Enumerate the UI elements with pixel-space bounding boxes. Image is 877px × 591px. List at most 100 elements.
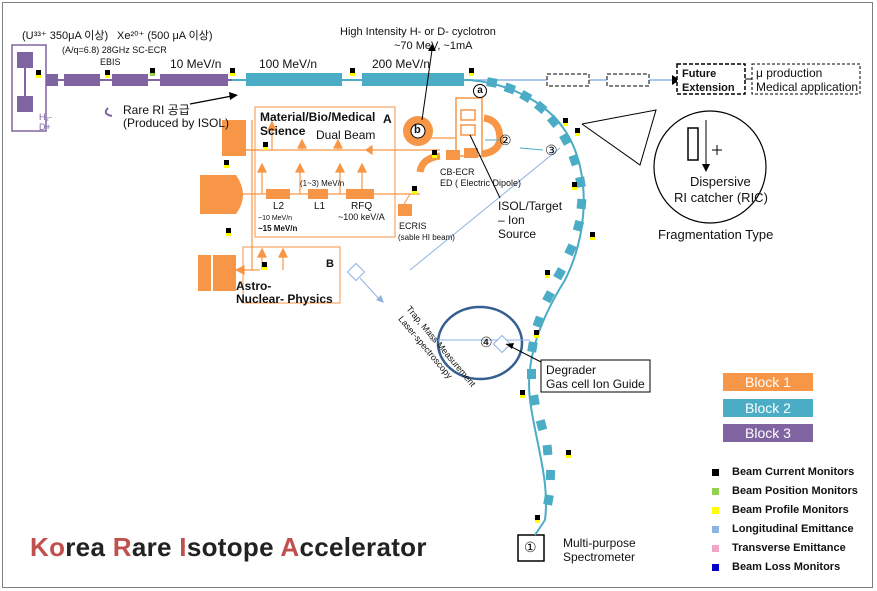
u-source-label: (U³³⁺ 350μA 이상) [22,30,109,42]
multi-purpose-label-line2: Spectrometer [563,550,636,564]
linac-segment-200mev [362,73,464,86]
astro-label-line1: Astro- [236,279,272,293]
segment-10mev-label: 10 MeV/n [170,57,222,71]
title-rest-2: are [131,532,180,562]
title-rest-1: rea [65,532,113,562]
legend-label-long-emittance: Longitudinal Emittance [732,523,854,535]
ed-label: ED ( Electric Dipole) [440,178,522,188]
ebis-module [46,74,58,86]
l2-label: L2 [273,201,285,212]
legend-swatch-position [712,488,719,495]
matbio-label-line2: Science [260,124,306,138]
ric-circle [653,110,767,224]
title-initial-a: A [280,532,300,562]
degrader-device [492,334,512,354]
legend-label-profile: Beam Profile Monitors [732,504,849,516]
linac-segment-3 [160,74,228,86]
linac-segment-100mev [246,73,342,86]
block-a-label: A [383,112,392,126]
marker-4: ④ [480,334,493,350]
ecris-link [403,193,411,205]
isol-path [409,147,561,271]
segment-100mev-label: 100 MeV/n [259,57,318,71]
mu-production-box [751,63,861,95]
legend-swatch-loss [712,564,719,571]
ed-module-2 [464,148,478,158]
injector-source-2 [17,96,33,112]
future-extension-line2: Extension [682,82,735,94]
ecris-module [398,204,412,216]
cb-ecr-bend [416,152,441,173]
spectrometer-link [534,519,546,536]
astro-target [198,255,236,291]
cyclotron-leader [421,49,433,121]
title-rest-3: sotope [186,532,281,562]
degrader-ellipse [436,305,524,381]
rfq-module [346,189,374,199]
separator-magnets [486,77,587,506]
legend-swatch-profile [712,507,719,514]
aq-ecr-label: (A/q=6.8) 28GHz SC-ECR [62,45,167,55]
isol-bend [481,114,504,158]
astro-area-box [242,246,341,304]
degrader-callout-box [540,359,651,393]
future-extension-box [676,63,746,95]
astro-trap-device [346,262,366,282]
isol-leader [469,134,501,199]
dual-beam-label: Dual Beam [316,128,376,142]
spectrometer-box [517,534,545,562]
xe-source-label: Xe²⁰⁺ (500 μA 이상) [117,30,213,42]
degrader-label-line1: Degrader [546,363,597,377]
rfq-energy-label: ~100 keV/A [338,212,385,222]
mu-production-line2: Medical application [756,80,859,94]
fragmentation-type-label: Fragmentation Type [658,227,774,242]
cyclotron-label-line1: High Intensity H- or D- cyclotron [340,26,496,38]
legend-block-2: Block 2 [723,399,813,417]
title-initial-ko: Ko [30,532,66,562]
ric-callout [581,109,657,166]
legend-swatch-trans-emittance [712,545,719,552]
isol-device-a-1 [460,109,476,121]
ecris-label: ECRIS [399,221,427,231]
diagram-title: Korea Rare Isotope Accelerator [30,532,427,563]
future-module-1 [546,73,590,87]
marker-2: ② [499,132,512,148]
legend-block-1: Block 1 [723,373,813,391]
dplus-label: D+ [39,122,51,132]
ebis-label: EBIS [100,57,121,67]
isol-label-line1: ISOL/Target [498,199,563,213]
mu-production-line1: μ production [756,66,823,80]
cb-ecr-label: CB-ECR [440,167,475,177]
l1-module [308,189,328,199]
multi-purpose-label-line1: Multi-purpose [563,536,636,550]
linac-segment-1 [64,74,100,86]
linac-segment-2 [112,74,148,86]
future-arrow-head [672,75,680,85]
isol-device-a-2 [460,124,476,136]
legend-label-loss: Beam Loss Monitors [732,561,841,573]
ric-arrow [702,164,710,172]
future-module-2 [606,73,650,87]
h2-label: H₂- [39,112,52,122]
astro-trap-line [359,277,381,301]
legend-block-3: Block 3 [723,424,813,442]
l2-energy-1: ~10 MeV/n [258,215,293,222]
matbio-area-box [254,106,396,238]
legend-swatch-current [712,469,719,476]
circle-a-label: a [473,84,487,98]
cyclotron-label-line2: ~70 MeV, ~1mA [394,40,473,52]
ed-module [446,150,460,160]
monitor-markers [36,68,595,523]
rare-ri-arrow [189,95,233,105]
isol-label-line3: Source [498,227,537,241]
rare-ri-label-line2: (Produced by ISOL) [123,116,230,130]
legend-label-trans-emittance: Transverse Emittance [732,542,846,554]
astro-label-line2: Nuclear- Physics [236,292,333,306]
rare-ri-label-line1: Rare RI 공급 [123,103,190,117]
rfq-label: RFQ [351,201,373,212]
title-rest-4: ccelerator [299,532,427,562]
circle-b-label: b [414,124,421,136]
title-initial-r: R [112,532,132,562]
